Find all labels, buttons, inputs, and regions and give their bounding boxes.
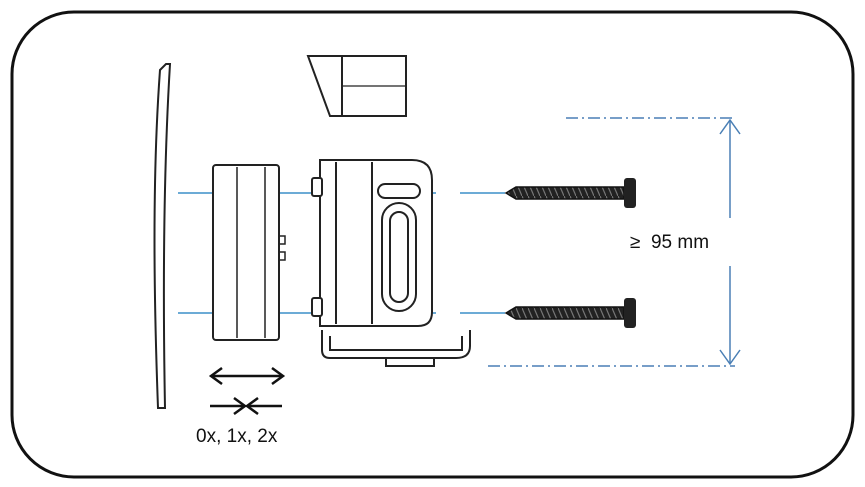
dimension-arrow (719, 118, 741, 366)
mounting-bracket (321, 330, 471, 367)
dimension-label: ≥ 95 mm (630, 232, 709, 253)
outer-frame (10, 10, 855, 479)
expand-arrow-icon (208, 366, 286, 386)
compress-arrows-icon (210, 396, 282, 416)
screw-bottom (504, 298, 636, 328)
wall-panel (153, 63, 172, 409)
spacer-count-label: 0x, 1x, 2x (196, 426, 278, 447)
screw-top (504, 178, 636, 208)
spacer-block (212, 164, 286, 341)
cover-cap (306, 55, 407, 117)
device-housing (311, 159, 433, 327)
dimension-extension-lines (488, 117, 735, 367)
